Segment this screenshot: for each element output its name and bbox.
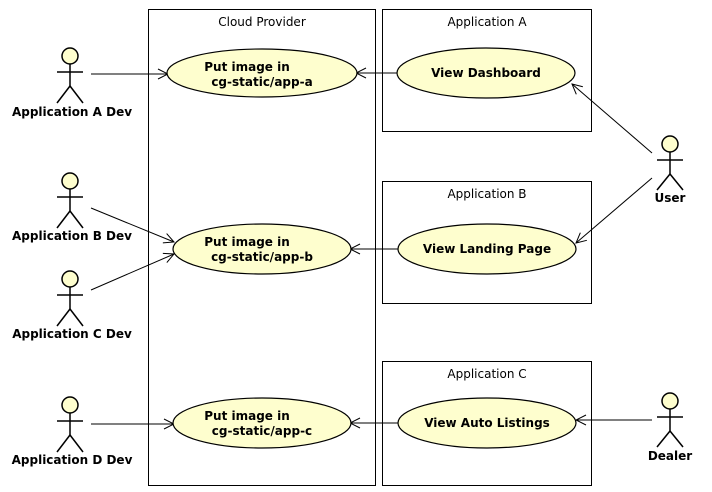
stick-figure-icon bbox=[56, 47, 84, 104]
use-case-view-auto-listings[interactable]: View Auto Listings bbox=[397, 397, 577, 449]
use-case-put-app-c-line2: cg-static/app-c bbox=[212, 424, 312, 438]
actor-application-b-dev-label: Application B Dev bbox=[12, 229, 132, 243]
edges bbox=[90, 73, 653, 424]
use-case-view-landing-page-label: View Landing Page bbox=[423, 242, 551, 256]
use-case-put-app-c[interactable]: Put image in cg-static/app-c bbox=[172, 397, 352, 449]
cloud-provider-title: Cloud Provider bbox=[218, 15, 306, 29]
actor-user-label: User bbox=[655, 191, 686, 205]
stick-figure-icon bbox=[56, 396, 84, 453]
edge-appbdev-to-put-b bbox=[90, 207, 174, 242]
use-case-put-app-b-line1: Put image in bbox=[204, 235, 290, 249]
stick-figure-icon bbox=[656, 135, 684, 191]
actor-application-d-dev[interactable]: Application D Dev bbox=[12, 396, 133, 467]
edge-user-to-landing bbox=[576, 177, 653, 243]
use-case-put-app-b[interactable]: Put image in cg-static/app-b bbox=[172, 223, 352, 275]
actor-application-a-dev-label: Application A Dev bbox=[12, 105, 132, 119]
use-case-view-auto-listings-label: View Auto Listings bbox=[424, 416, 550, 430]
actor-dealer-label: Dealer bbox=[648, 449, 692, 463]
use-case-view-landing-page[interactable]: View Landing Page bbox=[397, 223, 577, 275]
application-c-title: Application C bbox=[447, 367, 526, 381]
actor-application-d-dev-label: Application D Dev bbox=[12, 453, 133, 467]
edge-appcdev-to-put-b bbox=[90, 254, 174, 291]
actor-application-b-dev[interactable]: Application B Dev bbox=[12, 172, 132, 243]
actor-application-c-dev[interactable]: Application C Dev bbox=[12, 270, 132, 341]
use-case-put-app-a-line2: cg-static/app-a bbox=[211, 75, 312, 89]
use-case-put-app-b-line2: cg-static/app-b bbox=[211, 250, 313, 264]
stick-figure-icon bbox=[56, 270, 84, 327]
stick-figure-icon bbox=[56, 172, 84, 229]
edge-user-to-dashboard bbox=[572, 84, 653, 154]
use-case-view-dashboard-label: View Dashboard bbox=[431, 66, 541, 80]
use-case-put-app-a[interactable]: Put image in cg-static/app-a bbox=[166, 48, 358, 98]
application-b-title: Application B bbox=[447, 187, 526, 201]
actor-application-a-dev[interactable]: Application A Dev bbox=[12, 47, 132, 119]
actor-application-c-dev-label: Application C Dev bbox=[12, 327, 132, 341]
use-case-view-dashboard[interactable]: View Dashboard bbox=[396, 47, 576, 99]
use-case-put-app-c-line1: Put image in bbox=[204, 409, 290, 423]
application-a-title: Application A bbox=[447, 15, 527, 29]
actor-user[interactable]: User bbox=[655, 135, 686, 205]
actor-dealer[interactable]: Dealer bbox=[648, 392, 692, 463]
stick-figure-icon bbox=[656, 392, 684, 448]
use-case-put-app-a-line1: Put image in bbox=[204, 60, 290, 74]
